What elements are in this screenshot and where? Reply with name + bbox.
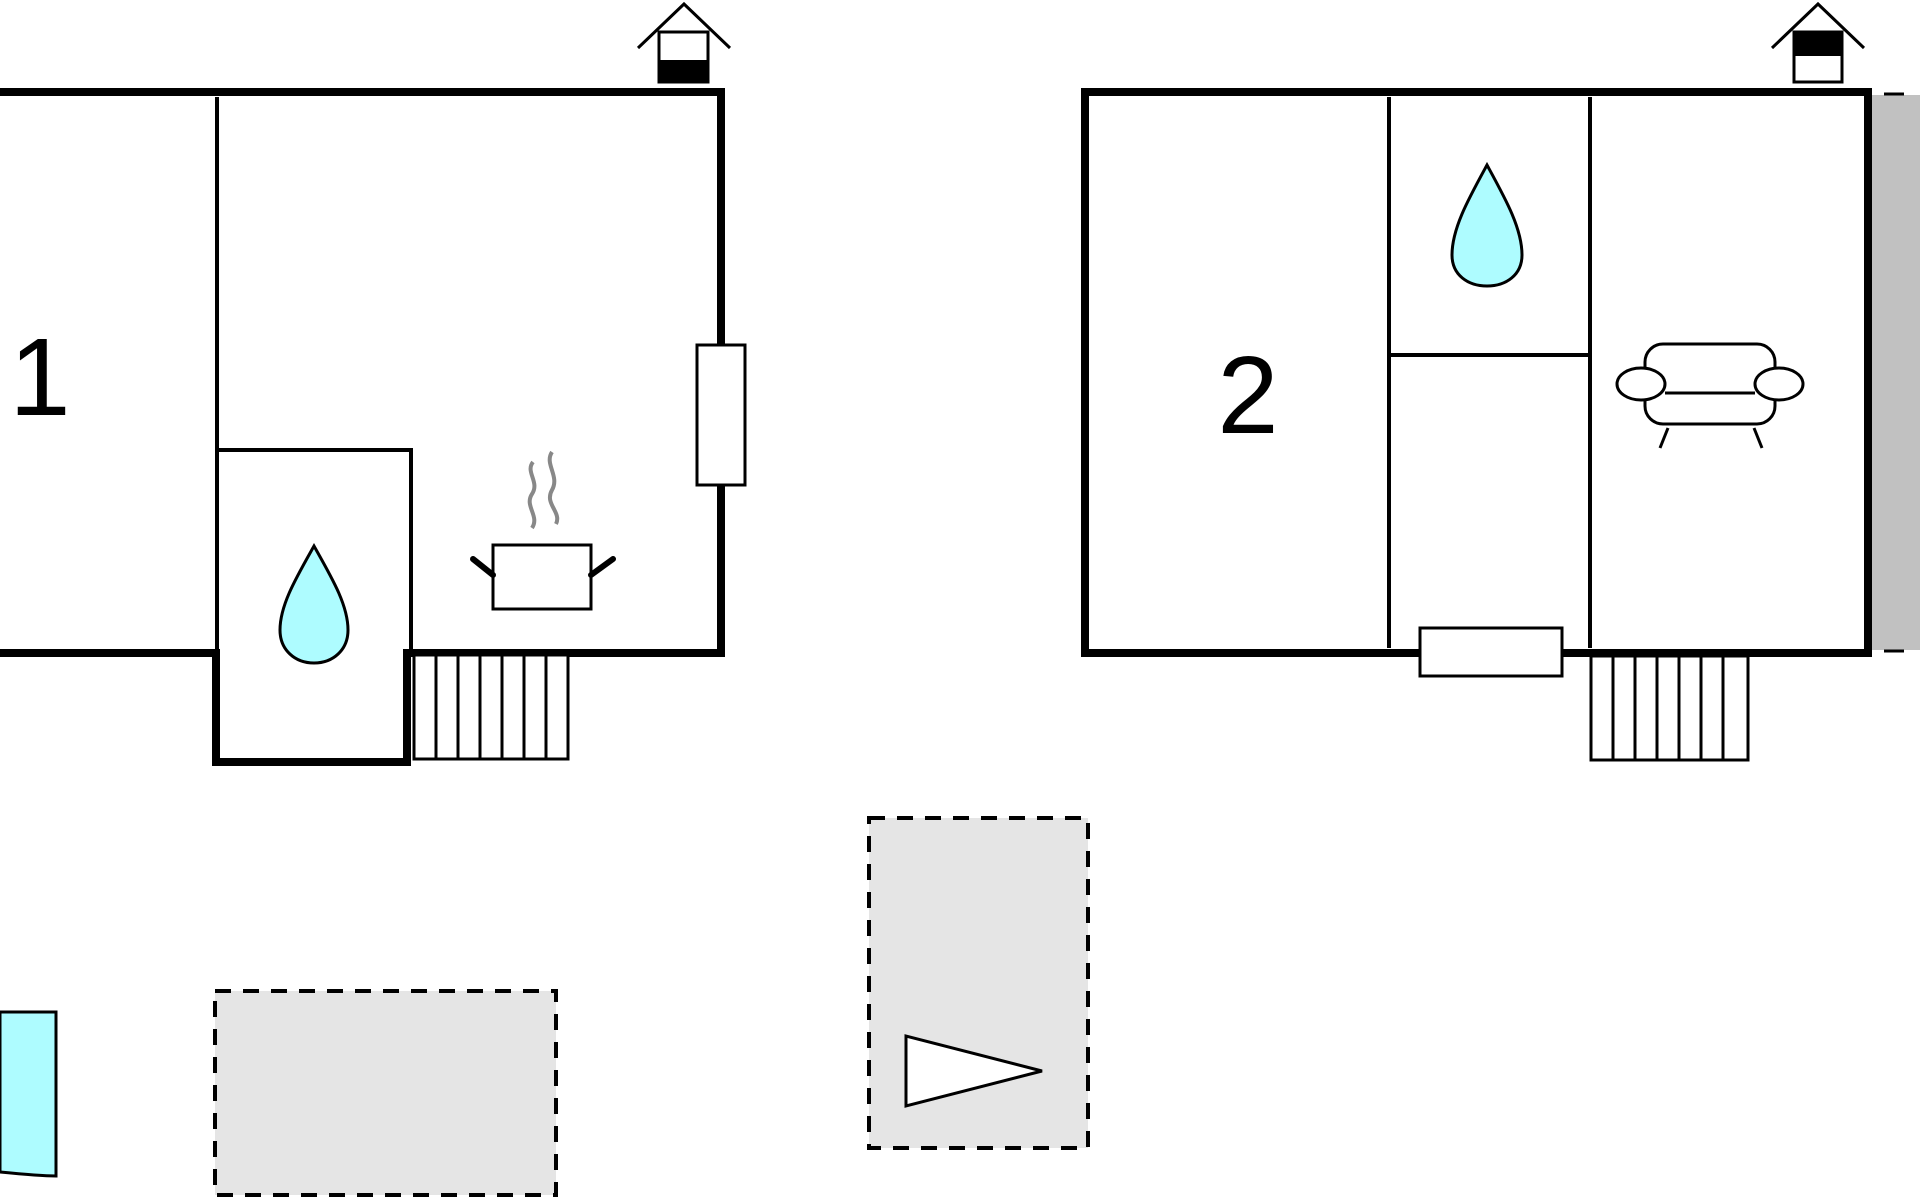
pool-icon [0,1010,58,1178]
unit-1: 1 [0,1,747,766]
unit-1-house-entrance-icon [636,1,732,84]
unit-1-number-label: 1 [9,316,70,439]
unit-1-outer-wall [0,88,725,766]
unit-2: 2 [1081,1,1920,762]
unit-2-stairs-icon [1589,654,1750,762]
unit-2-window-icon [1418,626,1564,678]
cooking-pot-icon [470,450,616,611]
unit-2-number-label: 2 [1217,334,1278,457]
sofa-icon [1615,342,1805,449]
terrace-area [213,989,558,1197]
unit-1-window-icon [695,343,747,487]
unit-1-stairs-icon [412,653,570,761]
unit-1-bathroom-wall [219,448,413,650]
direction-arrow-icon [904,1034,1043,1108]
water-drop-icon [1450,161,1524,288]
unit-2-house-entrance-icon [1770,1,1866,84]
parking-area [867,816,1090,1150]
water-drop-icon [278,542,350,665]
unit-2-side-wall [1871,95,1920,650]
